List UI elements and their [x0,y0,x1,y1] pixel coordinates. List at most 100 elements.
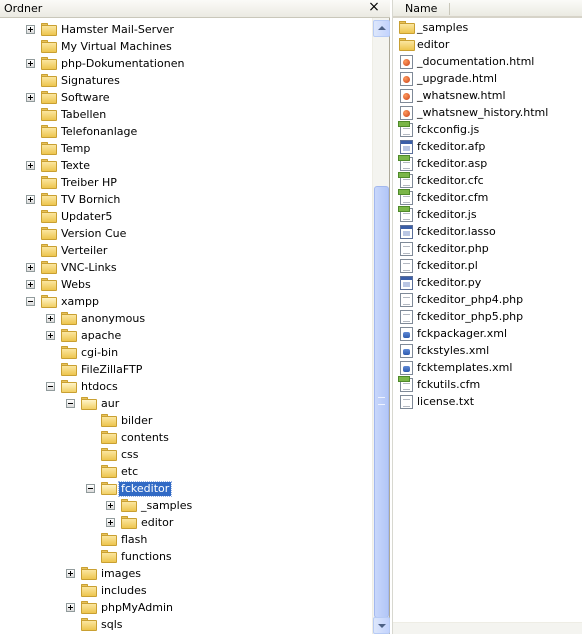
tree-item-label[interactable]: apache [81,329,122,342]
file-name[interactable]: editor [417,38,450,51]
tree-item-label[interactable]: VNC-Links [61,261,117,274]
tree-item-label[interactable]: Texte [61,159,91,172]
tree-item-label[interactable]: xampp [61,295,99,308]
scroll-down-button[interactable] [373,617,390,634]
file-name[interactable]: fckeditor_php5.php [417,310,524,323]
tree-item[interactable]: Tabellen [0,106,372,123]
collapse-minus-icon[interactable] [46,382,55,391]
file-item[interactable]: fckeditor.js [393,206,582,223]
tree-item[interactable]: bilder [0,412,372,429]
scroll-up-button[interactable] [373,20,390,37]
expand-plus-icon[interactable] [26,280,35,289]
file-item[interactable]: fckeditor.py [393,274,582,291]
file-name[interactable]: fckeditor.cfm [417,191,489,204]
expand-plus-icon[interactable] [26,25,35,34]
tree-item-label[interactable]: includes [101,584,147,597]
file-name[interactable]: _upgrade.html [417,72,498,85]
tree-item-label[interactable]: Updater5 [61,210,113,223]
file-item[interactable]: fckeditor.lasso [393,223,582,240]
folder-item[interactable]: editor [393,36,582,53]
file-item[interactable]: fckeditor_php5.php [393,308,582,325]
file-name[interactable]: fcktemplates.xml [417,361,513,374]
tree-item-label[interactable]: _samples [141,499,193,512]
file-name[interactable]: fckeditor.cfc [417,174,484,187]
tree-item-label[interactable]: images [101,567,141,580]
tree-item-label[interactable]: My Virtual Machines [61,40,172,53]
file-name[interactable]: fckconfig.js [417,123,480,136]
file-item[interactable]: fckeditor.cfm [393,189,582,206]
collapse-minus-icon[interactable] [66,399,75,408]
file-name[interactable]: fckeditor.afp [417,140,486,153]
file-item[interactable]: _documentation.html [393,53,582,70]
file-name[interactable]: fckpackager.xml [417,327,508,340]
tree-item[interactable]: VNC-Links [0,259,372,276]
tree-item[interactable]: fckeditor [0,480,372,497]
file-item[interactable]: fckeditor.php [393,240,582,257]
tree-item[interactable]: images [0,565,372,582]
file-item[interactable]: _whatsnew.html [393,87,582,104]
tree-item[interactable]: php-Dokumentationen [0,55,372,72]
file-name[interactable]: _documentation.html [417,55,535,68]
tree-item[interactable]: editor [0,514,372,531]
scroll-thumb[interactable] [374,186,389,618]
tree-item[interactable]: etc [0,463,372,480]
expand-plus-icon[interactable] [66,603,75,612]
expand-plus-icon[interactable] [46,331,55,340]
tree-item-label[interactable]: php-Dokumentationen [61,57,185,70]
tree-item[interactable]: apache [0,327,372,344]
tree-item[interactable]: css [0,446,372,463]
tree-item-label[interactable]: cgi-bin [81,346,119,359]
tree-item[interactable]: functions [0,548,372,565]
file-name[interactable]: _whatsnew.html [417,89,506,102]
file-item[interactable]: license.txt [393,393,582,410]
file-item[interactable]: fcktemplates.xml [393,359,582,376]
file-name[interactable]: fckstyles.xml [417,344,490,357]
file-name[interactable]: fckeditor_php4.php [417,293,524,306]
file-item[interactable]: fckpackager.xml [393,325,582,342]
tree-item-label[interactable]: FileZillaFTP [81,363,143,376]
tree-item-label[interactable]: fckeditor [117,481,173,497]
file-name[interactable]: _whatsnew_history.html [417,106,549,119]
collapse-minus-icon[interactable] [86,484,95,493]
tree-item[interactable]: Updater5 [0,208,372,225]
file-name[interactable]: fckeditor.asp [417,157,488,170]
expand-plus-icon[interactable] [26,59,35,68]
tree-item-label[interactable]: phpMyAdmin [101,601,173,614]
file-item[interactable]: _upgrade.html [393,70,582,87]
close-icon[interactable]: × [368,0,380,15]
file-name[interactable]: fckeditor.lasso [417,225,496,238]
tree-item-label[interactable]: anonymous [81,312,146,325]
tree-item[interactable]: Verteiler [0,242,372,259]
tree-scrollbar[interactable] [372,18,390,634]
tree-item[interactable]: includes [0,582,372,599]
expand-plus-icon[interactable] [26,93,35,102]
folder-item[interactable]: _samples [393,19,582,36]
file-item[interactable]: fckeditor.afp [393,138,582,155]
column-separator[interactable] [449,3,450,15]
tree-item-label[interactable]: Signatures [61,74,120,87]
file-item[interactable]: fckeditor.pl [393,257,582,274]
column-header-name[interactable]: Name [405,2,438,15]
collapse-minus-icon[interactable] [26,297,35,306]
tree-item[interactable]: contents [0,429,372,446]
expand-plus-icon[interactable] [26,161,35,170]
tree-item-label[interactable]: TV Bornich [61,193,121,206]
file-item[interactable]: fckstyles.xml [393,342,582,359]
file-item[interactable]: fckeditor_php4.php [393,291,582,308]
tree-item-label[interactable]: etc [121,465,139,478]
tree-item[interactable]: Hamster Mail-Server [0,21,372,38]
tree-item-label[interactable]: Temp [61,142,91,155]
tree-item[interactable]: anonymous [0,310,372,327]
file-name[interactable]: fckutils.cfm [417,378,481,391]
file-item[interactable]: _whatsnew_history.html [393,104,582,121]
file-item[interactable]: fckeditor.asp [393,155,582,172]
tree-item-label[interactable]: flash [121,533,148,546]
file-name[interactable]: _samples [417,21,469,34]
expand-plus-icon[interactable] [46,314,55,323]
file-item[interactable]: fckeditor.cfc [393,172,582,189]
tree-item[interactable]: sqls [0,616,372,633]
tree-item[interactable]: flash [0,531,372,548]
tree-item[interactable]: TV Bornich [0,191,372,208]
tree-item[interactable]: FileZillaFTP [0,361,372,378]
tree-item-label[interactable]: Software [61,91,110,104]
